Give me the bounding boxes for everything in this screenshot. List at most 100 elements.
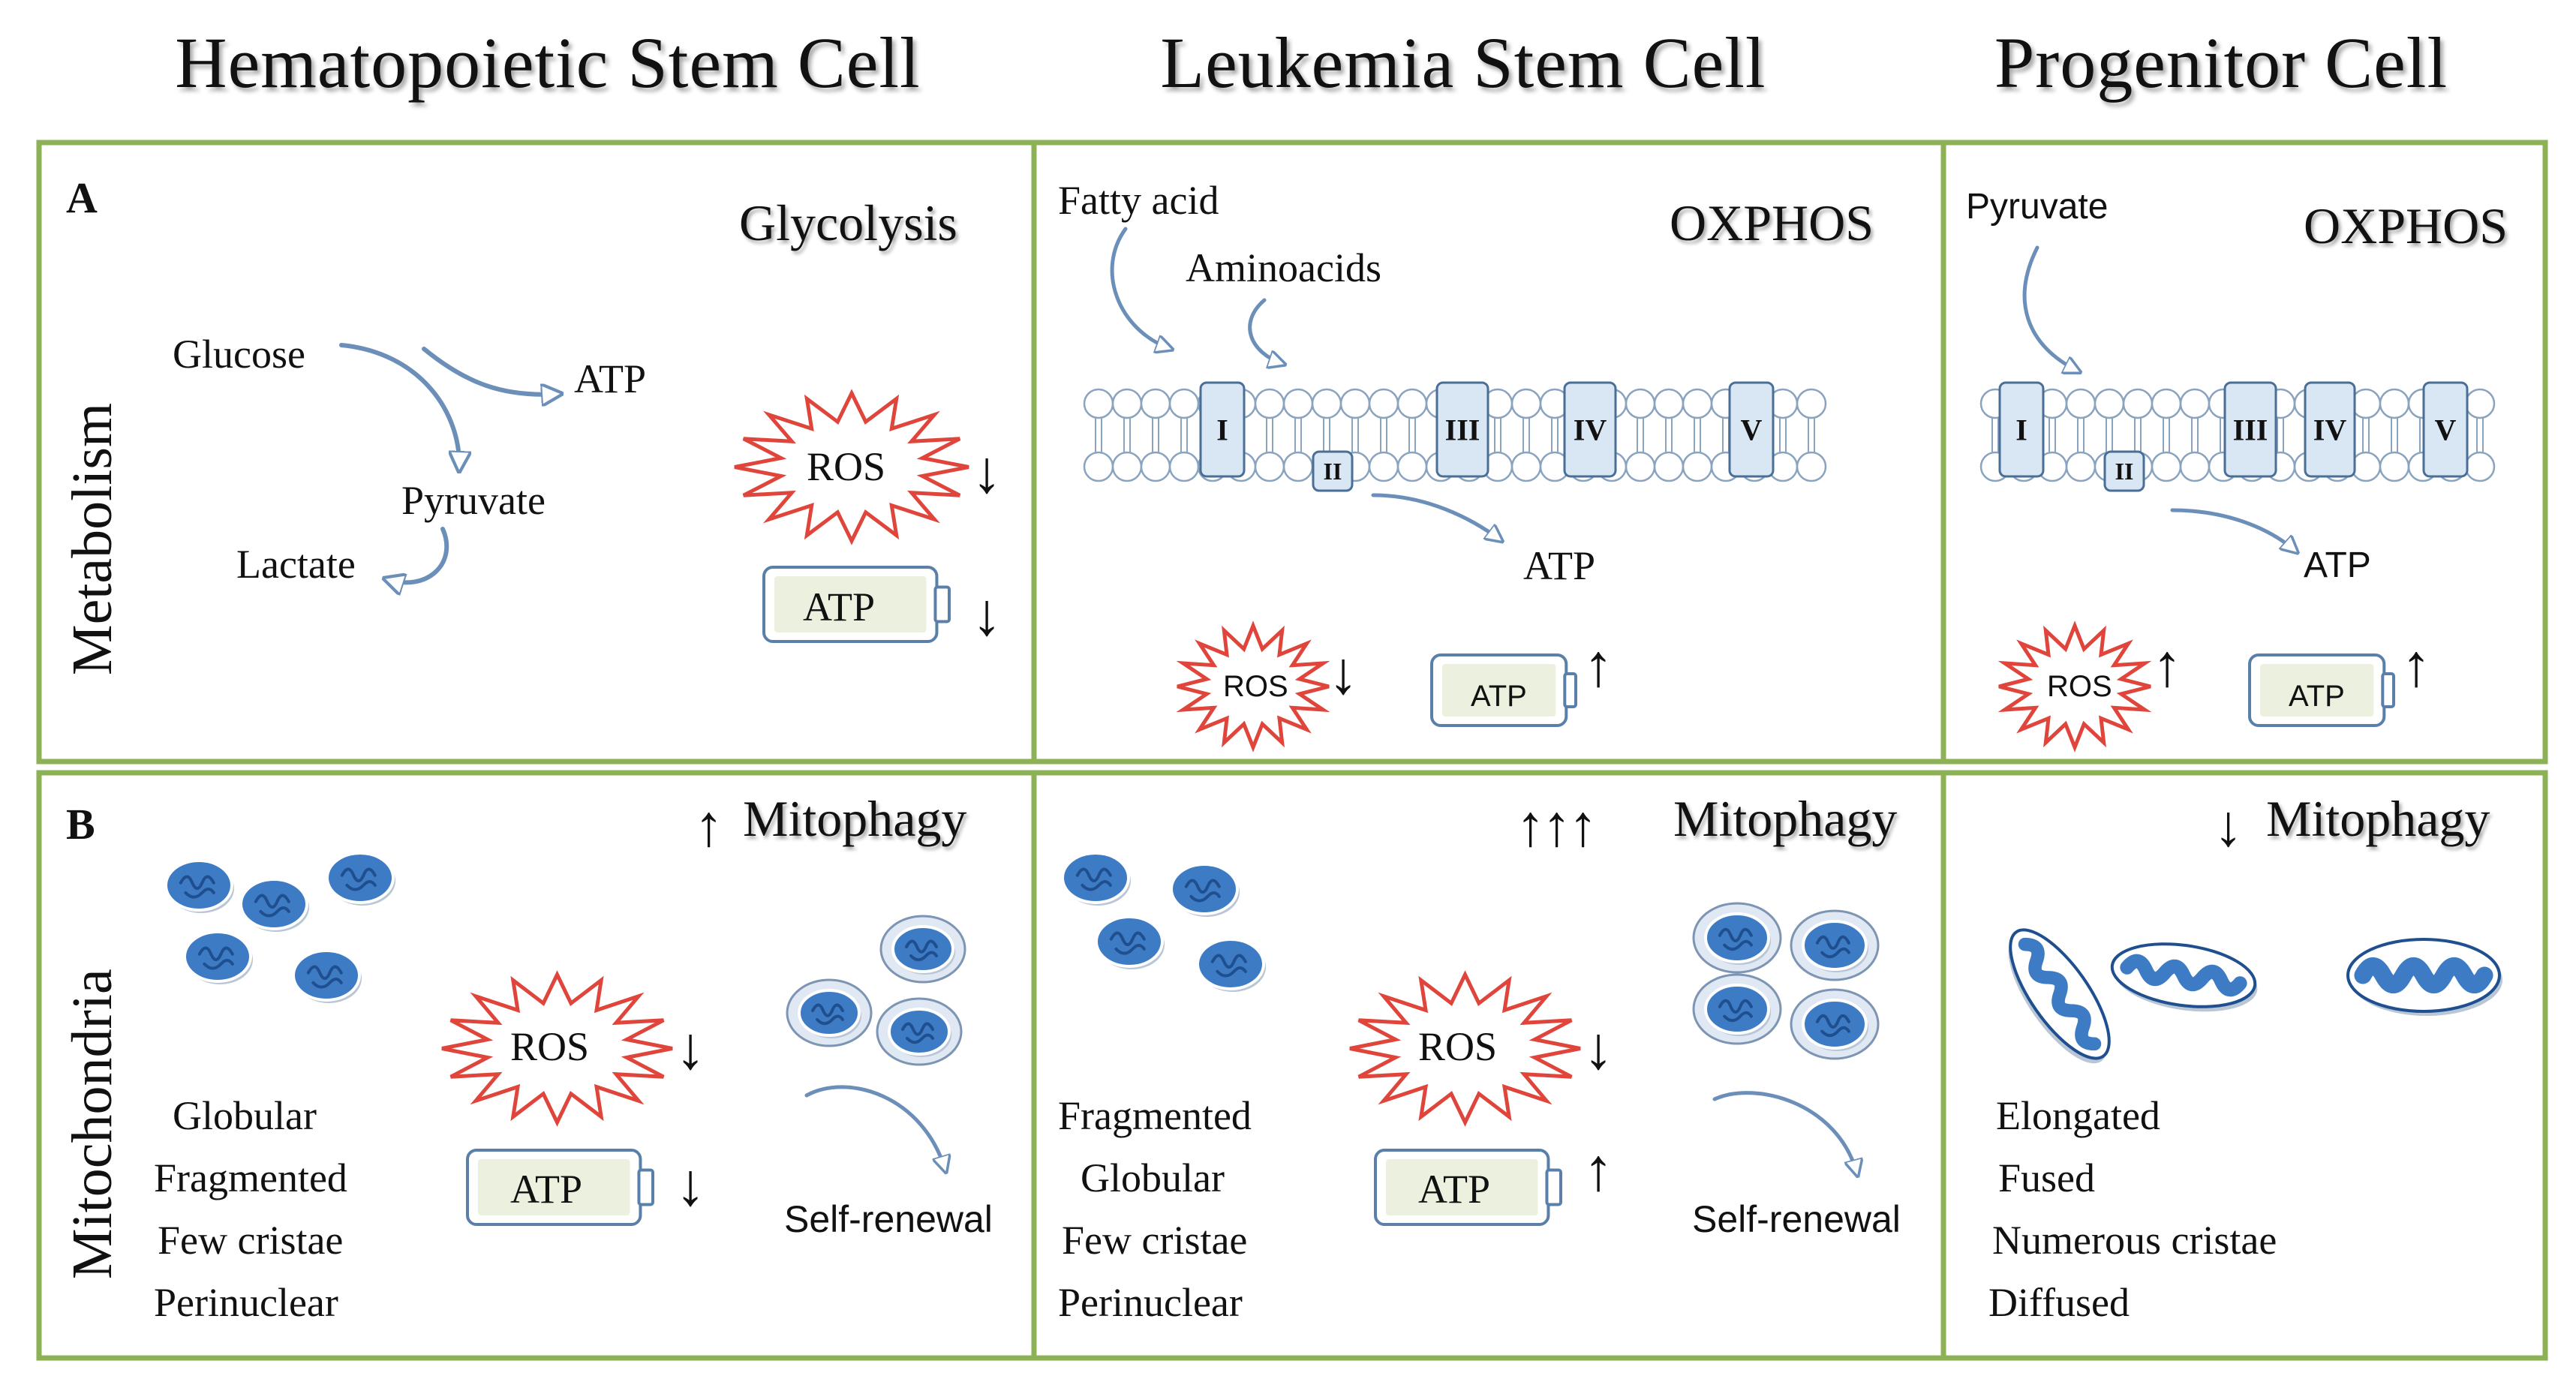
mitochondrion — [1170, 863, 1240, 917]
mitochondrion — [2008, 928, 2111, 1064]
feature-item: Fragmented — [154, 1155, 347, 1200]
lipid-head — [1168, 388, 1200, 419]
mitochondrion — [292, 949, 362, 1003]
ros-trend-arrow: ↓ — [972, 440, 1002, 506]
lipid-head — [1625, 388, 1656, 419]
row-label-metabolism: Metabolism — [61, 402, 124, 675]
ros-starburst-shape — [441, 970, 673, 1127]
ros-burst — [1996, 620, 2154, 753]
battery-fill — [1386, 1159, 1538, 1215]
lipid-head — [1282, 451, 1314, 482]
ros-trend-arrow: ↓ — [1583, 1016, 1613, 1082]
mitophagy-trend-prog: ↓ — [2214, 793, 2243, 858]
mito-cluster-lsc — [1054, 844, 1279, 1009]
atp-trend-arrow: ↓ — [972, 582, 1002, 648]
atp-label: ATP — [510, 1167, 583, 1212]
mitochondrion — [1061, 852, 1131, 906]
feature-item: Globular — [1081, 1155, 1225, 1200]
mitochondrion — [876, 997, 963, 1066]
lipid-head — [1796, 388, 1827, 419]
lipid-head — [1140, 451, 1171, 482]
lipid-head — [1510, 451, 1542, 482]
lipid-head — [1653, 451, 1685, 482]
lipid-head — [2379, 388, 2410, 419]
complex-label: V — [2435, 413, 2457, 447]
complex-label: II — [1324, 458, 1342, 485]
lipid-head — [1396, 388, 1428, 419]
mito-double-membrane-lsc — [1685, 897, 1895, 1092]
self-renewal-hsc: Self-renewal — [784, 1198, 993, 1240]
lipid-head — [1140, 388, 1171, 419]
label-pyruvate-prog: Pyruvate — [1966, 187, 2109, 227]
label-fatty-acid: Fatty acid — [1058, 178, 1219, 223]
battery-tip — [1545, 1168, 1562, 1206]
lipid-head — [2464, 451, 2496, 482]
atp-label: ATP — [1418, 1167, 1491, 1212]
complex-iii: III — [2223, 381, 2277, 478]
battery-fill — [1442, 664, 1556, 717]
complex-i: I — [1199, 381, 1246, 478]
label-atp-product-prog: ATP — [2304, 545, 2371, 585]
complex-label: IV — [1574, 413, 1607, 447]
ros-starburst-shape — [734, 389, 969, 545]
title-mitophagy-prog: Mitophagy — [2266, 790, 2490, 847]
battery-fill — [774, 576, 927, 632]
lipid-head — [2151, 451, 2182, 482]
atp-battery — [1426, 649, 1583, 732]
mitochondrion — [239, 878, 309, 932]
lipid-head — [2065, 451, 2097, 482]
header-lsc: Leukemia Stem Cell — [1160, 23, 1766, 103]
lipid-head — [2464, 388, 2496, 419]
lipid-head — [1083, 451, 1114, 482]
lipid-head — [1682, 451, 1713, 482]
lipid-head — [2350, 451, 2382, 482]
lipid-head — [1368, 388, 1399, 419]
lipid-head — [1682, 388, 1713, 419]
atp-battery — [758, 561, 957, 647]
ros-starburst-shape — [1349, 970, 1581, 1127]
feature-item: Diffused — [1988, 1280, 2130, 1325]
mitochondrion — [1790, 909, 1880, 981]
mitochondrion — [183, 930, 253, 984]
complex-iv: IV — [1563, 381, 1617, 478]
complex-label: III — [2233, 413, 2268, 447]
label-atp-product-hsc: ATP — [574, 356, 647, 401]
mitochondrion — [326, 852, 395, 906]
complex-ii: II — [2103, 450, 2145, 492]
battery-tip — [933, 585, 951, 623]
complex-label: II — [2115, 458, 2134, 485]
lipid-head — [2151, 388, 2182, 419]
ros-trend-arrow: ↓ — [675, 1016, 705, 1082]
ros-starburst-shape — [1176, 620, 1330, 753]
atp-label: ATP — [1471, 680, 1527, 713]
lipid-head — [1653, 388, 1685, 419]
lipid-head — [1254, 451, 1285, 482]
battery-tip — [637, 1168, 654, 1206]
mitochondrion — [2110, 942, 2258, 1012]
mito-cluster-hsc — [164, 848, 435, 1028]
battery-fill — [2260, 664, 2374, 717]
mito-elongated-prog — [1988, 912, 2521, 1084]
mitochondrion — [1692, 902, 1782, 974]
feature-item: Few cristae — [1062, 1218, 1248, 1263]
label-lactate: Lactate — [236, 542, 356, 587]
feature-item: Elongated — [1996, 1093, 2160, 1138]
title-glycolysis: Glycolysis — [739, 194, 957, 251]
label-aminoacids: Aminoacids — [1186, 245, 1381, 290]
panel-label-b: B — [66, 800, 95, 849]
lipid-head — [2094, 388, 2125, 419]
lipid-head — [2379, 451, 2410, 482]
feature-item: Perinuclear — [154, 1280, 338, 1325]
ros-label: ROS — [510, 1024, 590, 1069]
battery-tip — [2381, 672, 2396, 708]
lipid-head — [1368, 451, 1399, 482]
complex-label: III — [1445, 413, 1480, 447]
feature-item: Globular — [173, 1093, 317, 1138]
ros-burst — [1347, 970, 1583, 1127]
complex-i: I — [1998, 381, 2045, 478]
lipid-head — [2179, 388, 2211, 419]
ros-label: ROS — [1418, 1024, 1498, 1069]
label-pyruvate-hsc: Pyruvate — [401, 478, 546, 523]
mitochondrion — [879, 915, 966, 984]
ros-label: ROS — [2047, 670, 2112, 703]
